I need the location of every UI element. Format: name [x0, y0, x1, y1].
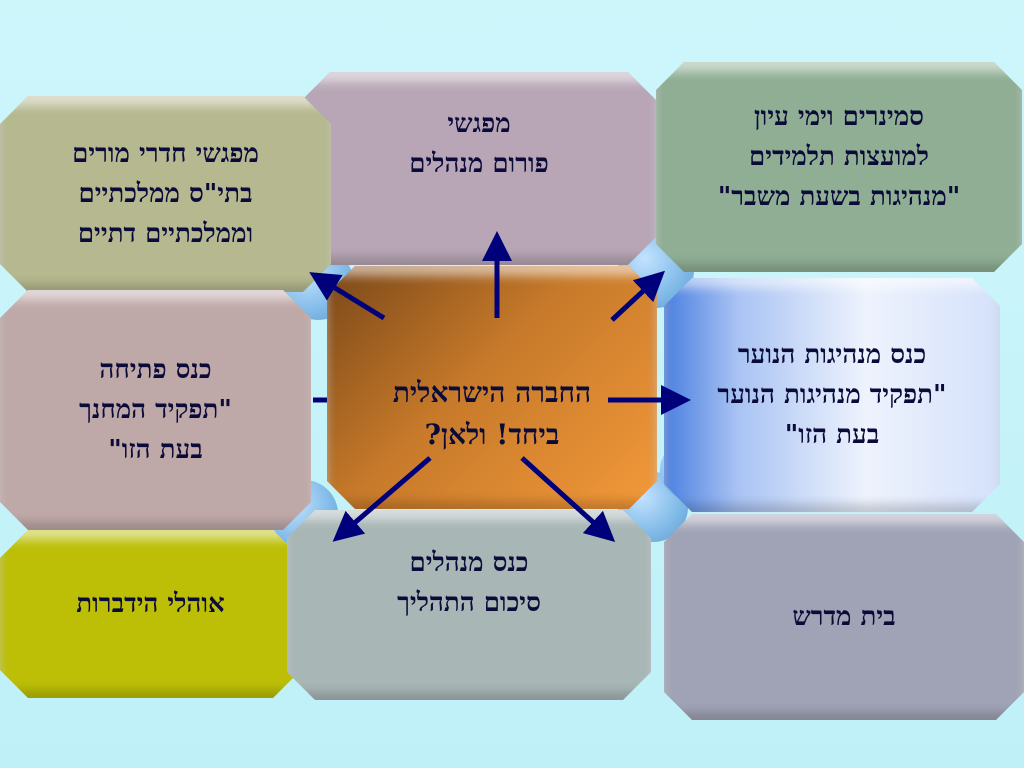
arrow-to-beit-midrash — [520, 456, 616, 543]
node-dialogue-tents: אוהלי הידברות — [0, 530, 301, 698]
node-seminars-label: סמינרים וימי עיון למועצות תלמידים "מנהיג… — [717, 102, 961, 212]
arrow-to-principals-conference — [332, 456, 432, 542]
node-forum: מפגשי פורום מנהלים — [302, 72, 656, 265]
node-youth-leadership-label: כנס מנהיגות הנוער "תפקיד מנהיגות הנוער ב… — [717, 340, 947, 450]
node-youth-leadership: כנס מנהיגות הנוער "תפקיד מנהיגות הנוער ב… — [664, 278, 1000, 512]
node-dialogue-tents-label: אוהלי הידברות — [76, 589, 225, 619]
center-label: החברה הישראלית ביחד! ולאן? — [392, 376, 592, 451]
node-seminars: סמינרים וימי עיון למועצות תלמידים "מנהיג… — [656, 62, 1022, 272]
node-beit-midrash-label: בית מדרש — [792, 602, 896, 632]
node-teachers-rooms: מפגשי חדרי מורים בתי"ס ממלכתיים וממלכתיי… — [0, 96, 331, 292]
arrow-to-seminars — [610, 270, 665, 322]
arrow-to-teachers-rooms — [309, 272, 386, 321]
node-teachers-rooms-label: מפגשי חדרי מורים בתי"ס ממלכתיים וממלכתיי… — [72, 139, 259, 249]
node-opening-conference-label: כנס פתיחה "תפקיד המחנך בעת הזו" — [79, 355, 232, 465]
node-opening-conference: כנס פתיחה "תפקיד המחנך בעת הזו" — [0, 290, 311, 530]
node-forum-label: מפגשי פורום מנהלים — [409, 108, 549, 179]
node-principals-conference-label: כנס מנהלים סיכום התהליך — [397, 547, 541, 618]
center-box — [327, 266, 657, 509]
node-beit-midrash: בית מדרש — [664, 514, 1024, 720]
